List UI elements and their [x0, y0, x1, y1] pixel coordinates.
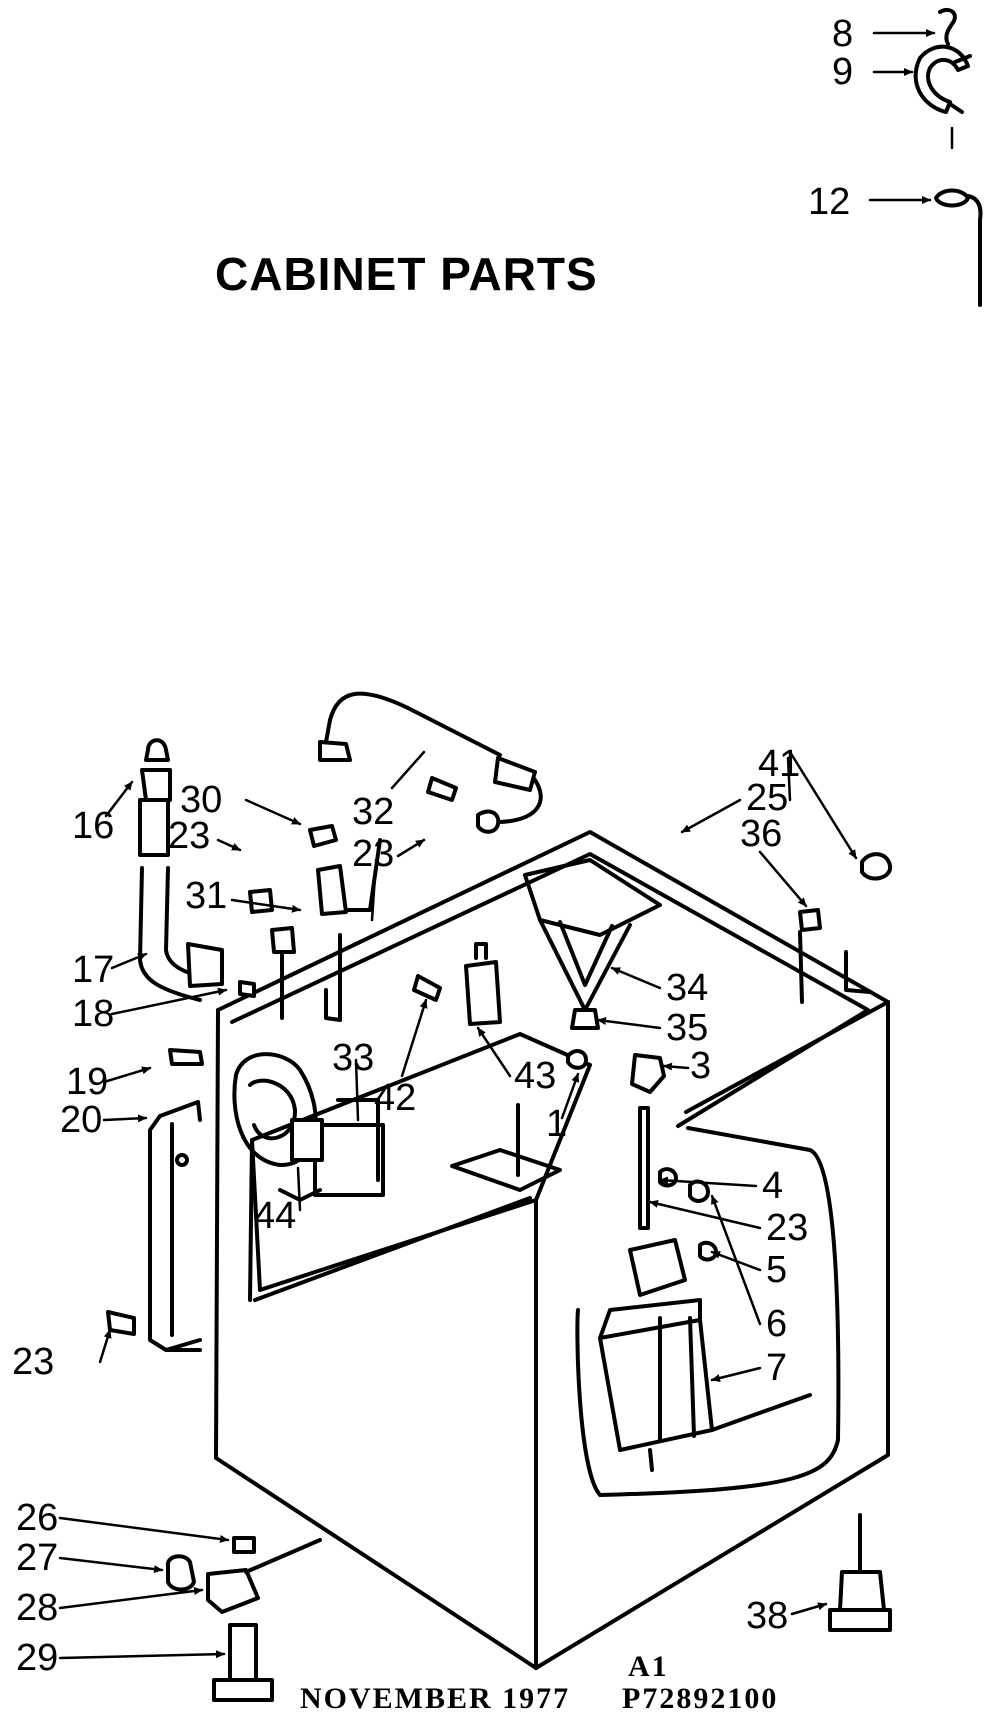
- timer-assembly: [598, 1053, 812, 1472]
- callout-31: 31: [185, 875, 227, 917]
- top-right-detail: [913, 7, 983, 307]
- footer-date: NOVEMBER 1977: [300, 1682, 570, 1715]
- callout-44: 44: [254, 1195, 296, 1237]
- callout-12: 12: [808, 181, 850, 223]
- callout-3: 3: [690, 1045, 711, 1087]
- callout-25: 25: [746, 777, 788, 819]
- callout-41: 41: [758, 743, 800, 785]
- callout-6: 6: [766, 1303, 787, 1345]
- left-side-panel: [106, 1048, 204, 1352]
- callout-26: 26: [16, 1497, 58, 1539]
- callout-23: 23: [168, 815, 210, 857]
- water-valve-assembly: [232, 1052, 385, 1202]
- footer-code: A1: [628, 1650, 669, 1683]
- callout-1: 1: [546, 1103, 567, 1145]
- callout-16: 16: [72, 805, 114, 847]
- callout-23: 23: [352, 833, 394, 875]
- callout-38: 38: [746, 1595, 788, 1637]
- callout-19: 19: [66, 1061, 108, 1103]
- callout-8: 8: [832, 13, 853, 55]
- cabinet-body: [214, 830, 890, 1670]
- footer-part-number: P72892100: [622, 1682, 778, 1715]
- callout-5: 5: [766, 1249, 787, 1291]
- callout-18: 18: [72, 993, 114, 1035]
- callout-35: 35: [666, 1007, 708, 1049]
- diagram-title: CABINET PARTS: [215, 248, 598, 300]
- leader-lines: [58, 750, 858, 1660]
- callout-34: 34: [666, 967, 708, 1009]
- callout-7: 7: [766, 1347, 787, 1389]
- callout-29: 29: [16, 1637, 58, 1679]
- callout-28: 28: [16, 1587, 58, 1629]
- cord-and-hoses: [248, 691, 543, 1022]
- callout-9: 9: [832, 51, 853, 93]
- callout-20: 20: [60, 1099, 102, 1141]
- callout-32: 32: [352, 791, 394, 833]
- suspension-bracket: [523, 858, 662, 1030]
- footer: NOVEMBER 1977 A1 P72892100: [300, 1650, 778, 1715]
- callout-42: 42: [374, 1077, 416, 1119]
- callout-4: 4: [762, 1165, 783, 1207]
- callout-27: 27: [16, 1537, 58, 1579]
- small-top-parts: [412, 852, 893, 1070]
- callout-17: 17: [72, 949, 114, 991]
- inlet-hose: [138, 738, 256, 1002]
- callout-labels: 8 9 12 16 30 32 23 23 41 25 36 31 17 18 …: [12, 13, 853, 1679]
- leveling-feet: [165, 1513, 892, 1702]
- callout-23: 23: [12, 1341, 54, 1383]
- callout-36: 36: [740, 813, 782, 855]
- callout-30: 30: [180, 779, 222, 821]
- callout-33: 33: [332, 1037, 374, 1079]
- callout-43: 43: [514, 1055, 556, 1097]
- callout-23: 23: [766, 1207, 808, 1249]
